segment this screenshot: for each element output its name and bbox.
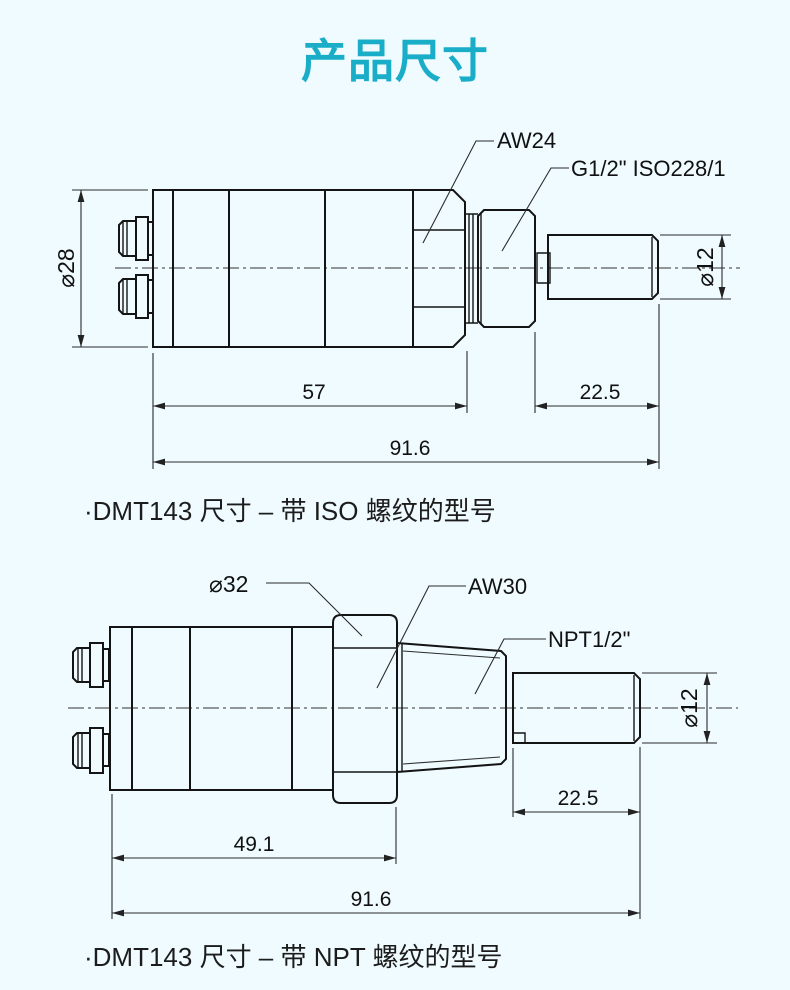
npt-tube-diameter-dimension: ⌀12 bbox=[642, 672, 717, 744]
probe-tube bbox=[512, 672, 641, 744]
iso-thread-label: G1/2" ISO228/1 bbox=[571, 156, 726, 181]
leader-line bbox=[376, 585, 466, 689]
tube-step bbox=[513, 732, 526, 743]
hex-nut bbox=[332, 614, 398, 804]
npt-hex-label: AW30 bbox=[468, 574, 527, 599]
thread-section bbox=[477, 209, 551, 328]
npt-tube-length-dim: 22.5 bbox=[558, 787, 599, 810]
iso-tube-diameter-dimension: ⌀12 bbox=[660, 234, 731, 300]
npt-thread-callout: NPT1/2" bbox=[474, 627, 630, 695]
iso-tube-diameter-label: ⌀12 bbox=[692, 247, 718, 286]
iso-tube-length-dim: 22.5 bbox=[580, 381, 621, 404]
relief-groove bbox=[465, 213, 478, 324]
leader-line bbox=[501, 167, 569, 252]
hex-nut-facets bbox=[413, 229, 464, 308]
iso-thread-callout: G1/2" ISO228/1 bbox=[501, 156, 726, 252]
npt-thread-label: NPT1/2" bbox=[548, 627, 630, 652]
npt-drawing-caption: ·DMT143 尺寸 – 带 NPT 螺纹的型号 bbox=[84, 942, 503, 972]
leader-line bbox=[266, 582, 363, 637]
iso-body-length-dim: 57 bbox=[302, 381, 325, 404]
iso-body-diameter-label: ⌀28 bbox=[53, 248, 79, 287]
probe-tube bbox=[547, 234, 659, 300]
npt-total-length-dim: 91.6 bbox=[351, 888, 392, 911]
iso-hex-label: AW24 bbox=[497, 128, 556, 153]
cable-connector-top bbox=[118, 216, 154, 261]
leader-line bbox=[474, 638, 546, 695]
iso-body-diameter-dimension: ⌀28 bbox=[53, 189, 148, 348]
cable-connector-bottom bbox=[118, 274, 154, 319]
leader-line bbox=[422, 140, 494, 244]
npt-body-length-dim: 49.1 bbox=[234, 833, 275, 856]
extension-line bbox=[111, 747, 641, 919]
iso-length-dimensions: 57 22.5 91.6 bbox=[152, 304, 660, 469]
npt-drawing: ⌀32 AW30 NPT1/2" ⌀12 22.5 bbox=[68, 571, 738, 919]
cable-connector-bottom bbox=[72, 727, 110, 774]
npt-hex-diameter-label: ⌀32 bbox=[209, 571, 248, 597]
iso-hex-callout: AW24 bbox=[422, 128, 556, 244]
iso-drawing: ⌀28 AW24 G1/2" ISO228/1 ⌀12 bbox=[53, 128, 740, 469]
npt-tube-diameter-label: ⌀12 bbox=[676, 688, 702, 727]
npt-hex-diameter-callout: ⌀32 bbox=[209, 571, 363, 637]
thread-section bbox=[396, 642, 507, 773]
cable-connector-top bbox=[72, 642, 110, 688]
page-title: 产品尺寸 bbox=[301, 35, 489, 87]
npt-length-dimensions: 22.5 49.1 91.6 bbox=[111, 747, 641, 919]
iso-total-length-dim: 91.6 bbox=[390, 437, 431, 460]
sensor-body-outline bbox=[152, 189, 466, 348]
sensor-window bbox=[536, 252, 551, 284]
npt-hex-callout: AW30 bbox=[376, 574, 527, 689]
iso-drawing-caption: ·DMT143 尺寸 – 带 ISO 螺纹的型号 bbox=[84, 496, 496, 526]
extension-line bbox=[72, 189, 148, 348]
hex-nut-facets bbox=[333, 647, 397, 773]
extension-line bbox=[152, 304, 660, 469]
